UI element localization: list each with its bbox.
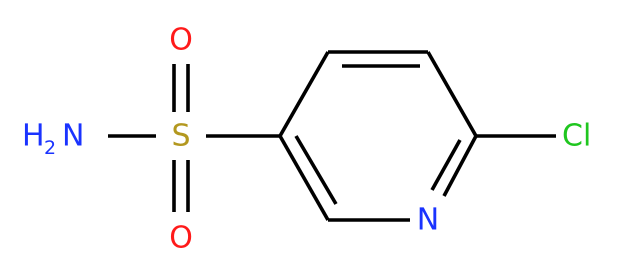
amine-subscript-label: 2 bbox=[44, 137, 56, 159]
sulfur-label: S bbox=[171, 119, 190, 154]
bond-c2-c3-inner bbox=[294, 135, 338, 205]
amine-h-label: H bbox=[22, 119, 45, 154]
bond-c5-c6 bbox=[426, 51, 478, 137]
bond-c6-n1-inner bbox=[430, 139, 462, 191]
oxygen-bottom-label: O bbox=[169, 221, 193, 256]
bond-c3-c4 bbox=[278, 51, 330, 137]
bonds bbox=[108, 50, 556, 222]
bond-c2-c3 bbox=[278, 135, 330, 221]
amine-n-label: N bbox=[62, 119, 84, 154]
bond-c6-n1 bbox=[442, 135, 478, 197]
ring-nitrogen-label: N bbox=[417, 203, 439, 238]
atom-labels: H 2 N S O O N Cl bbox=[22, 23, 591, 256]
oxygen-top-label: O bbox=[169, 23, 193, 58]
chlorine-label: Cl bbox=[562, 119, 591, 154]
